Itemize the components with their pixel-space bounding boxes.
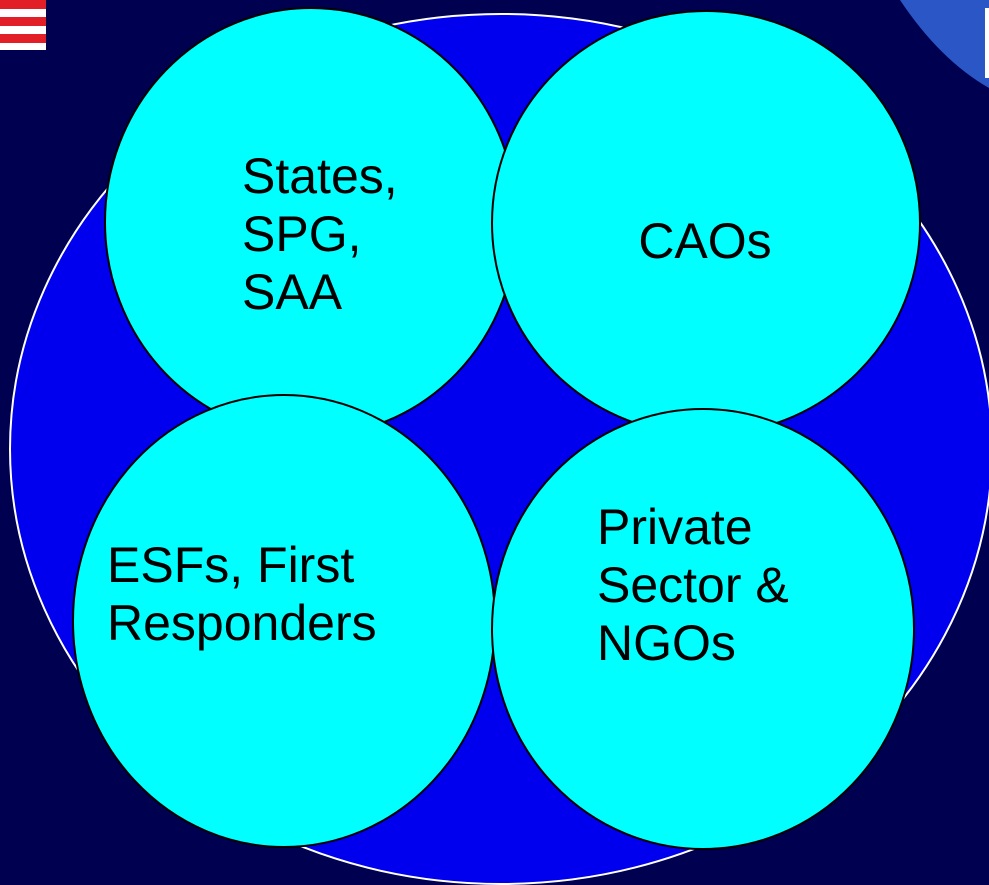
label-states: States, SPG, SAA	[242, 148, 398, 320]
corner-page-icon	[900, 0, 989, 88]
label-esfs: ESFs, First Responders	[107, 537, 377, 651]
label-caos: CAOs	[638, 213, 772, 269]
flag-stripes-icon	[0, 0, 46, 50]
circle-private-sector	[491, 408, 915, 850]
label-private-sector: Private Sector & NGOs	[597, 499, 789, 671]
